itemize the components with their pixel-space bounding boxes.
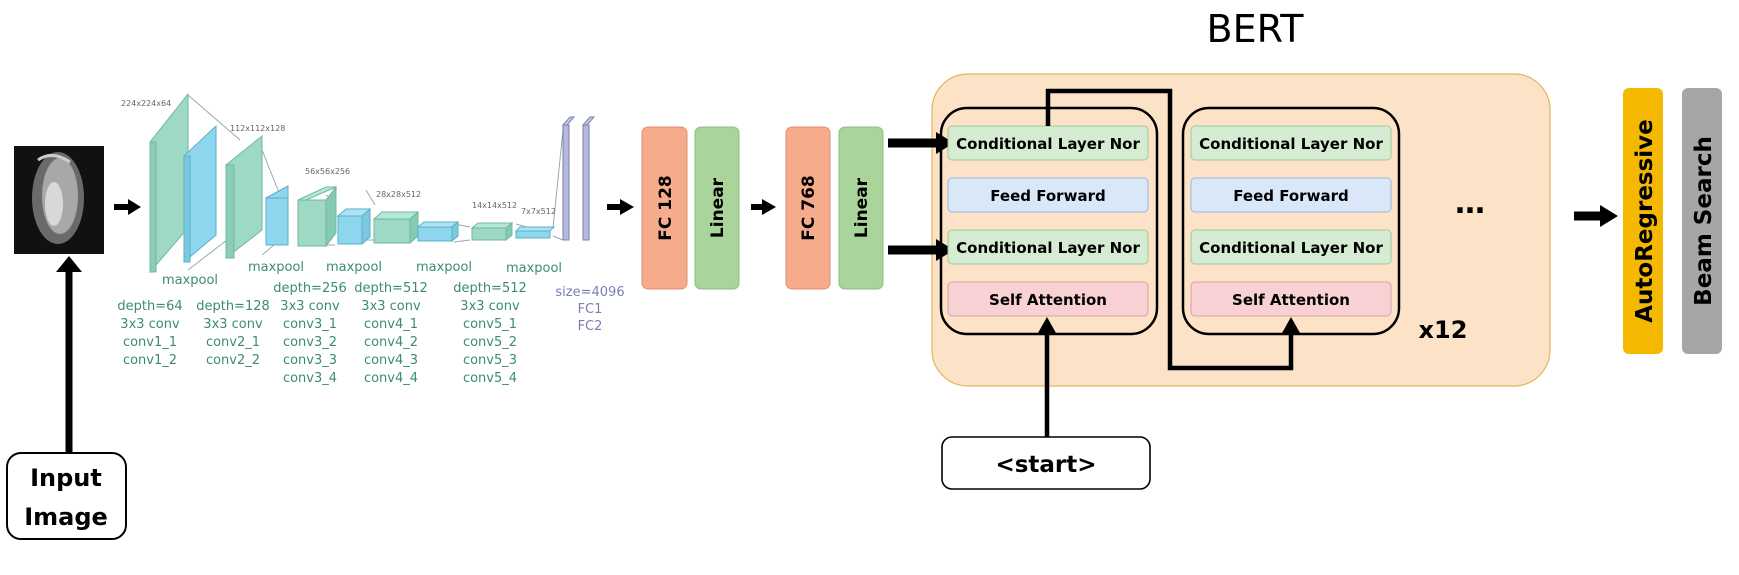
sa-label: Self Attention bbox=[989, 291, 1107, 309]
maxpool-label: maxpool bbox=[248, 260, 304, 275]
xray-image bbox=[14, 146, 104, 254]
encoder-layer-1: Conditional Layer Nor Feed Forward Condi… bbox=[939, 106, 1159, 336]
linear1-label: Linear bbox=[708, 177, 728, 238]
sa-box[interactable] bbox=[1190, 281, 1392, 317]
input-label-line2: Image bbox=[24, 503, 108, 531]
vgg-dim-labels: 224x224x64 112x112x128 56x56x256 28x28x5… bbox=[121, 99, 556, 216]
fc768-block[interactable]: FC 768 bbox=[785, 126, 831, 290]
vgg-pool-labels: maxpool maxpool maxpool maxpool maxpool bbox=[162, 260, 562, 288]
dim-label: 28x28x512 bbox=[376, 190, 421, 199]
autoregressive-block[interactable]: AutoRegressive bbox=[1623, 88, 1663, 354]
fc768-label: FC 768 bbox=[799, 175, 819, 241]
dim-label: 7x7x512 bbox=[521, 207, 556, 216]
vgg-config-text: conv5_4 bbox=[463, 371, 517, 386]
vgg-config-text: conv3_1 bbox=[283, 317, 337, 332]
cln1-label: Conditional Layer Nor bbox=[1199, 135, 1383, 153]
ellipsis-text: … bbox=[1455, 186, 1485, 221]
maxpool-label: maxpool bbox=[506, 261, 562, 276]
layer-connector bbox=[1045, 88, 1300, 371]
input-arrow bbox=[56, 256, 82, 452]
vgg-config-text: conv4_2 bbox=[364, 335, 418, 350]
encoder-layer-2: Conditional Layer Nor Feed Forward Condi… bbox=[1181, 106, 1401, 336]
ff-box[interactable] bbox=[947, 177, 1149, 213]
arrow-bert-to-ar bbox=[1574, 205, 1618, 227]
linear2-block[interactable]: Linear bbox=[838, 126, 884, 290]
cln1-box[interactable] bbox=[1190, 125, 1392, 161]
vgg-config-text: conv5_1 bbox=[463, 317, 517, 332]
vgg-config-text: conv3_4 bbox=[283, 371, 337, 386]
vgg-config-text: depth=64 bbox=[117, 299, 182, 314]
cln2-label: Conditional Layer Nor bbox=[956, 239, 1140, 257]
vgg-config-text: depth=512 bbox=[453, 281, 527, 296]
bert-title: BERT bbox=[1207, 7, 1305, 51]
vgg-config-text: 3x3 conv bbox=[280, 299, 340, 314]
cln2-box[interactable] bbox=[947, 229, 1149, 265]
vgg-config-text: depth=512 bbox=[354, 281, 428, 296]
arrow-linear-to-fc768 bbox=[751, 199, 776, 215]
vgg-config-text: conv4_4 bbox=[364, 371, 418, 386]
cln2-label: Conditional Layer Nor bbox=[1199, 239, 1383, 257]
vgg-config-text: conv5_3 bbox=[463, 353, 517, 368]
vgg-config-text: 3x3 conv bbox=[361, 299, 421, 314]
start-token-box[interactable]: <start> bbox=[941, 436, 1151, 490]
ff-label: Feed Forward bbox=[1233, 187, 1348, 205]
linear1-block[interactable]: Linear bbox=[694, 126, 740, 290]
input-label-line1: Input bbox=[30, 464, 102, 492]
vgg-config-labels: depth=64 3x3 conv conv1_1 conv1_2 depth=… bbox=[117, 281, 624, 386]
vgg-config-text: 3x3 conv bbox=[460, 299, 520, 314]
sa-box[interactable] bbox=[947, 281, 1149, 317]
vgg-config-text: conv4_3 bbox=[364, 353, 418, 368]
vgg-config-text: conv2_2 bbox=[206, 353, 260, 368]
vgg-config-text: depth=128 bbox=[196, 299, 270, 314]
beam-search-block[interactable]: Beam Search bbox=[1682, 88, 1722, 354]
start-arrow bbox=[1038, 317, 1056, 437]
fc128-label: FC 128 bbox=[656, 175, 676, 241]
vgg-config-text: depth=256 bbox=[273, 281, 347, 296]
dim-label: 112x112x128 bbox=[230, 124, 285, 133]
autoregressive-label: AutoRegressive bbox=[1632, 119, 1658, 323]
vgg-config-text: conv1_2 bbox=[123, 353, 177, 368]
maxpool-label: maxpool bbox=[416, 260, 472, 275]
dim-label: 56x56x256 bbox=[305, 167, 350, 176]
sa-label: Self Attention bbox=[1232, 291, 1350, 309]
ff-box[interactable] bbox=[1190, 177, 1392, 213]
dim-label: 14x14x512 bbox=[472, 201, 517, 210]
arrow-image-to-vgg bbox=[114, 199, 141, 215]
vgg-config-text: conv2_1 bbox=[206, 335, 260, 350]
linear2-label: Linear bbox=[852, 177, 872, 238]
vgg-config-text: conv4_1 bbox=[364, 317, 418, 332]
vgg-config-text: FC2 bbox=[578, 319, 603, 334]
cln1-label: Conditional Layer Nor bbox=[956, 135, 1140, 153]
vgg-config-text: 3x3 conv bbox=[120, 317, 180, 332]
maxpool-label: maxpool bbox=[162, 273, 218, 288]
ff-label: Feed Forward bbox=[990, 187, 1105, 205]
arrow-vgg-to-fc128 bbox=[607, 199, 634, 215]
input-image-box[interactable]: Input Image bbox=[6, 452, 127, 540]
vgg-config-text: conv1_1 bbox=[123, 335, 177, 350]
cln2-box[interactable] bbox=[1190, 229, 1392, 265]
start-token-label: <start> bbox=[995, 452, 1096, 478]
vgg-config-text: size=4096 bbox=[555, 285, 624, 300]
vgg-config-text: 3x3 conv bbox=[203, 317, 263, 332]
dim-label: 224x224x64 bbox=[121, 99, 171, 108]
vgg-config-text: conv3_2 bbox=[283, 335, 337, 350]
vgg-config-text: conv5_2 bbox=[463, 335, 517, 350]
maxpool-label: maxpool bbox=[326, 260, 382, 275]
vgg-config-text: FC1 bbox=[578, 302, 603, 317]
vgg-config-text: conv3_3 bbox=[283, 353, 337, 368]
beam-search-label: Beam Search bbox=[1691, 136, 1717, 306]
fc128-block[interactable]: FC 128 bbox=[641, 126, 688, 290]
vgg19-network bbox=[149, 92, 596, 274]
repeat-count: x12 bbox=[1419, 316, 1468, 344]
